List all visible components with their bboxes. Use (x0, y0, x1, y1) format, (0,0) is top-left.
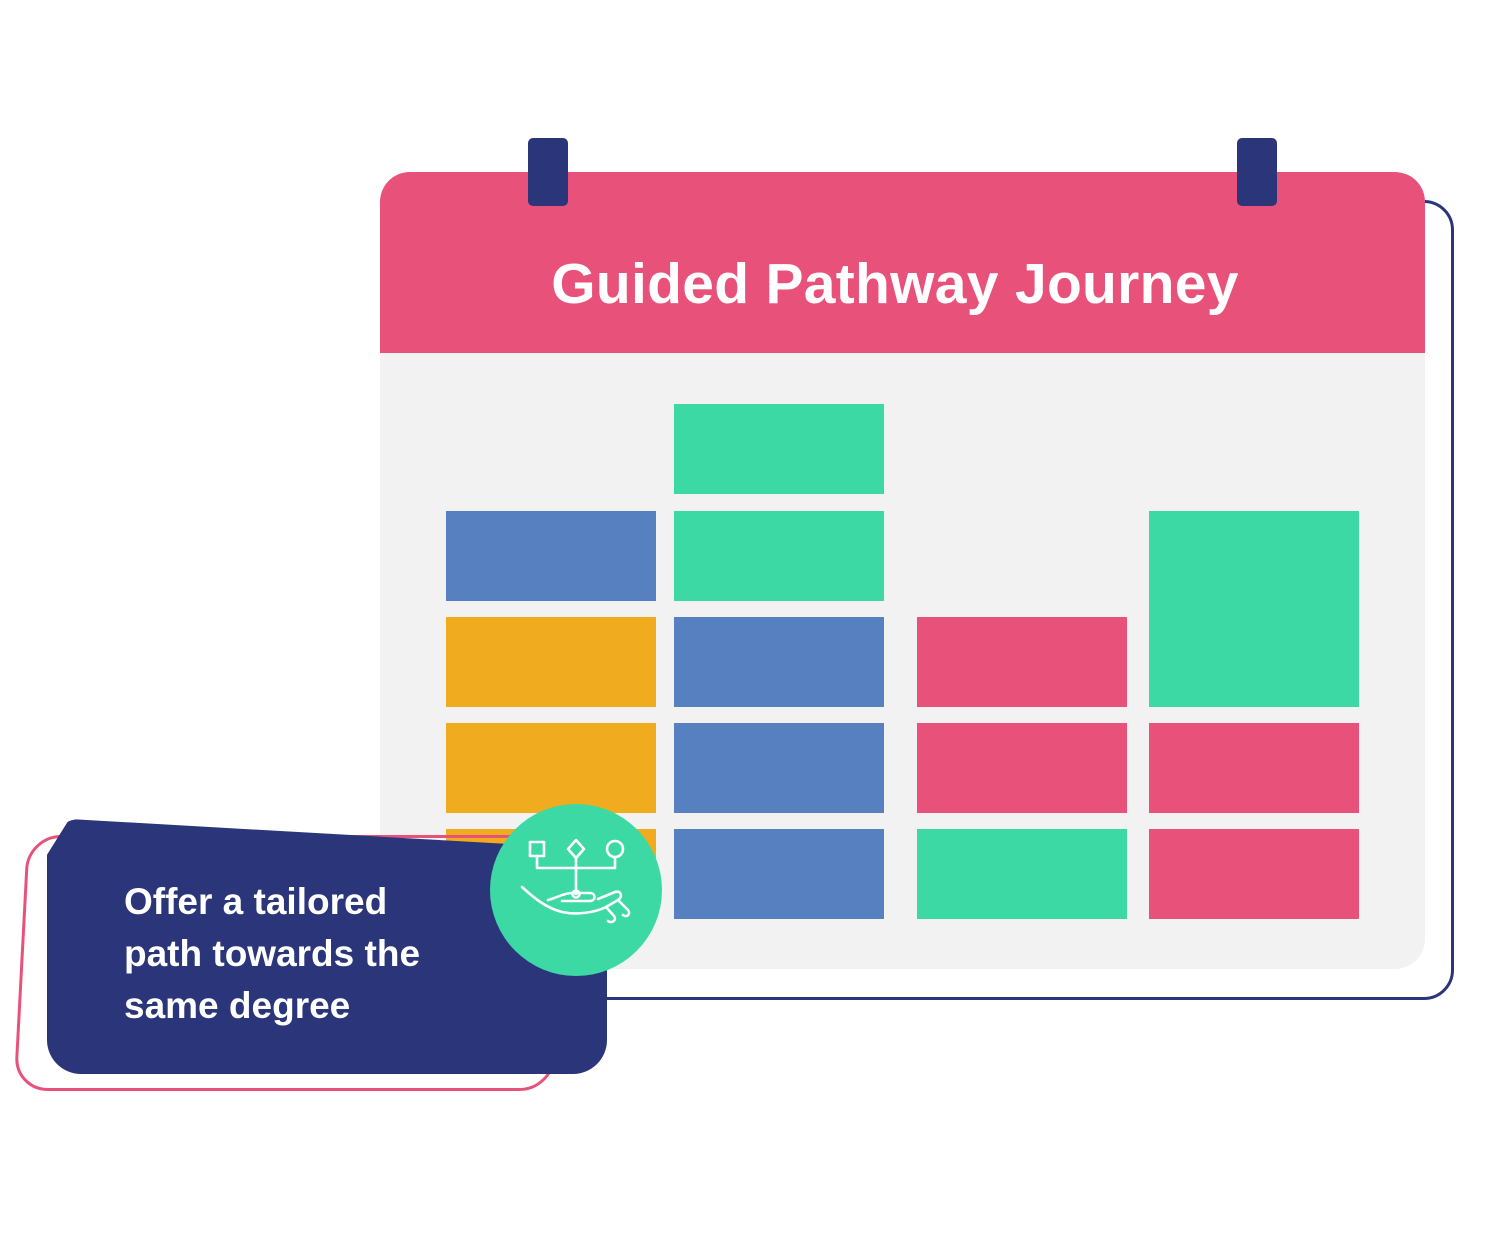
schedule-block (917, 829, 1127, 919)
calendar-title: Guided Pathway Journey (551, 252, 1239, 316)
schedule-block (674, 723, 884, 813)
hand-with-path-options-icon (520, 838, 631, 924)
calendar-ring-right (1237, 138, 1277, 206)
schedule-block (917, 723, 1127, 813)
callout-line: same degree (124, 985, 351, 1026)
schedule-block (1149, 829, 1359, 919)
schedule-block (446, 511, 656, 601)
callout-line: Offer a tailored (124, 881, 388, 922)
schedule-block (674, 511, 884, 601)
schedule-block (917, 617, 1127, 707)
calendar-ring-left (528, 138, 568, 206)
callout-badge (490, 804, 662, 976)
schedule-block (674, 404, 884, 494)
schedule-block (446, 617, 656, 707)
schedule-block (1149, 723, 1359, 813)
schedule-block (1149, 511, 1359, 707)
schedule-block (674, 829, 884, 919)
schedule-block (674, 617, 884, 707)
callout-line: path towards the (124, 933, 421, 974)
callout-text: Offer a tailored path towards the same d… (124, 876, 524, 1032)
schedule-block (446, 723, 656, 813)
